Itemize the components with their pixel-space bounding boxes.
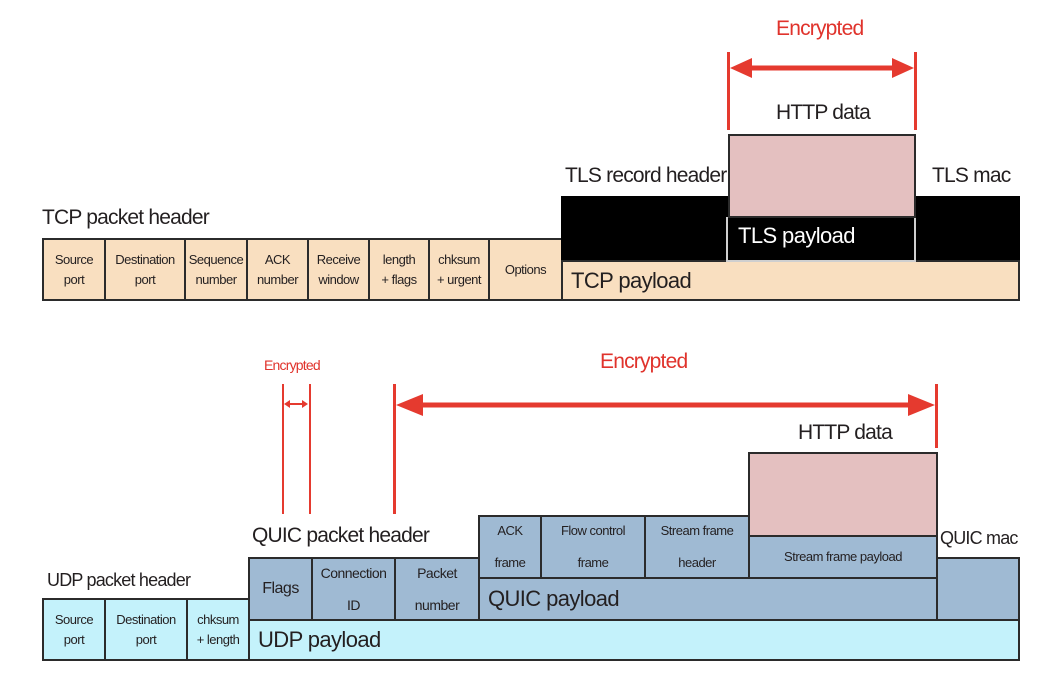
tcp-field-receive-window: Receive window: [307, 238, 370, 301]
tls-mac-label: TLS mac: [932, 164, 1011, 187]
quic-mac-block: [936, 557, 1020, 621]
tcp-encrypted-right-bound: [914, 52, 917, 130]
udp-payload: UDP payload: [248, 619, 1020, 661]
quic-packet-header-label: QUIC packet header: [252, 524, 430, 547]
quic-http-data-box: [748, 452, 938, 537]
quic-flags-encrypted-arrow-icon: [284, 400, 308, 408]
quic-field-packet-number: Packet number: [394, 557, 480, 621]
udp-field-destination-port: Destination port: [104, 598, 188, 661]
udp-field-source-port: Source port: [42, 598, 106, 661]
tcp-payload: TCP payload: [561, 260, 1020, 301]
tcp-encrypted-label: Encrypted: [776, 17, 864, 40]
tcp-encrypted-left-bound: [727, 52, 730, 130]
quic-frame-flow-control: Flow control frame: [540, 515, 646, 579]
quic-frame-stream-header: Stream frame header: [644, 515, 750, 579]
quic-frame-ack: ACK frame: [478, 515, 542, 579]
tcp-packet-header-label: TCP packet header: [42, 206, 210, 229]
tcp-encrypted-arrow-icon: [730, 58, 914, 78]
tcp-field-length-flags: length + flags: [368, 238, 430, 301]
tcp-field-source-port: Source port: [42, 238, 106, 301]
quic-mac-label: QUIC mac: [940, 528, 1018, 548]
quic-field-connection-id: Connection ID: [311, 557, 396, 621]
tcp-field-destination-port: Destination port: [104, 238, 186, 301]
quic-payload: QUIC payload: [478, 577, 938, 621]
tcp-field-chksum-urgent: chksum + urgent: [428, 238, 490, 301]
quic-frame-stream-payload: Stream frame payload: [748, 535, 938, 579]
quic-http-data-label: HTTP data: [798, 421, 893, 444]
udp-field-chksum-length: chksum + length: [186, 598, 250, 661]
tcp-field-sequence-number: Sequence number: [184, 238, 248, 301]
quic-flags-encrypted-label: Encrypted: [264, 357, 321, 373]
quic-encrypted-left-bound: [393, 384, 396, 514]
quic-flags-encrypted-right-bound: [309, 384, 311, 514]
udp-packet-header-label: UDP packet header: [47, 570, 191, 590]
tcp-field-options: Options: [488, 238, 563, 301]
tls-record-header-label: TLS record header: [565, 164, 727, 187]
tcp-field-ack-number: ACK number: [246, 238, 309, 301]
quic-encrypted-right-bound: [935, 384, 938, 448]
tcp-http-data-box: [728, 134, 916, 218]
tls-payload: TLS payload: [726, 217, 916, 262]
quic-encrypted-arrow-icon: [396, 394, 935, 416]
quic-field-flags: Flags: [248, 557, 313, 621]
tcp-http-data-label: HTTP data: [776, 101, 871, 124]
quic-encrypted-label: Encrypted: [600, 350, 688, 373]
quic-flags-encrypted-left-bound: [282, 384, 284, 514]
